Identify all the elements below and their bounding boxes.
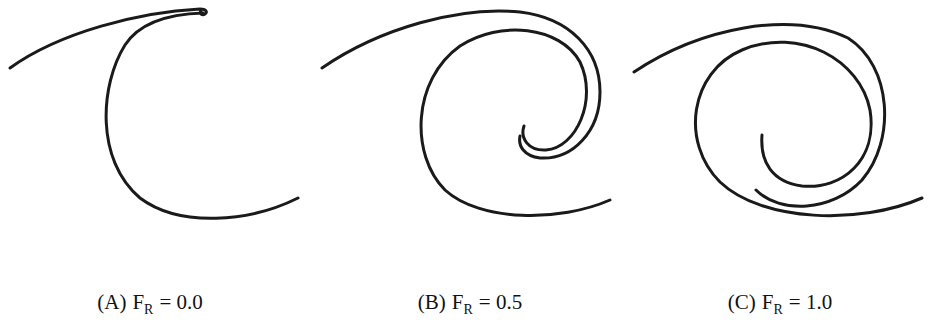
wave-crest-line [10, 9, 206, 68]
parameter-symbol: R [464, 302, 473, 317]
panel-letter: (A) [97, 290, 126, 314]
parameter-symbol: R [774, 302, 783, 317]
panel-caption: (B)FR = 0.5 [418, 290, 522, 318]
wave-crest-line [634, 25, 885, 207]
parameter-value: = 0.5 [479, 290, 522, 314]
wave-face-line [695, 42, 922, 216]
parameter-value: = 0.0 [159, 290, 202, 314]
wave-face-line [421, 30, 610, 215]
panel-letter: (C) [728, 290, 756, 314]
wave-face-line [106, 13, 298, 218]
parameter-symbol: F [452, 290, 464, 314]
wave-crest-line [322, 11, 600, 158]
parameter-value: = 1.0 [789, 290, 832, 314]
parameter-symbol: F [762, 290, 774, 314]
parameter-symbol: F [132, 290, 144, 314]
panel-letter: (B) [418, 290, 446, 314]
panel-caption: (C)FR = 1.0 [728, 290, 832, 318]
parameter-symbol: R [144, 302, 153, 317]
panel-caption: (A)FR = 0.0 [97, 290, 203, 318]
